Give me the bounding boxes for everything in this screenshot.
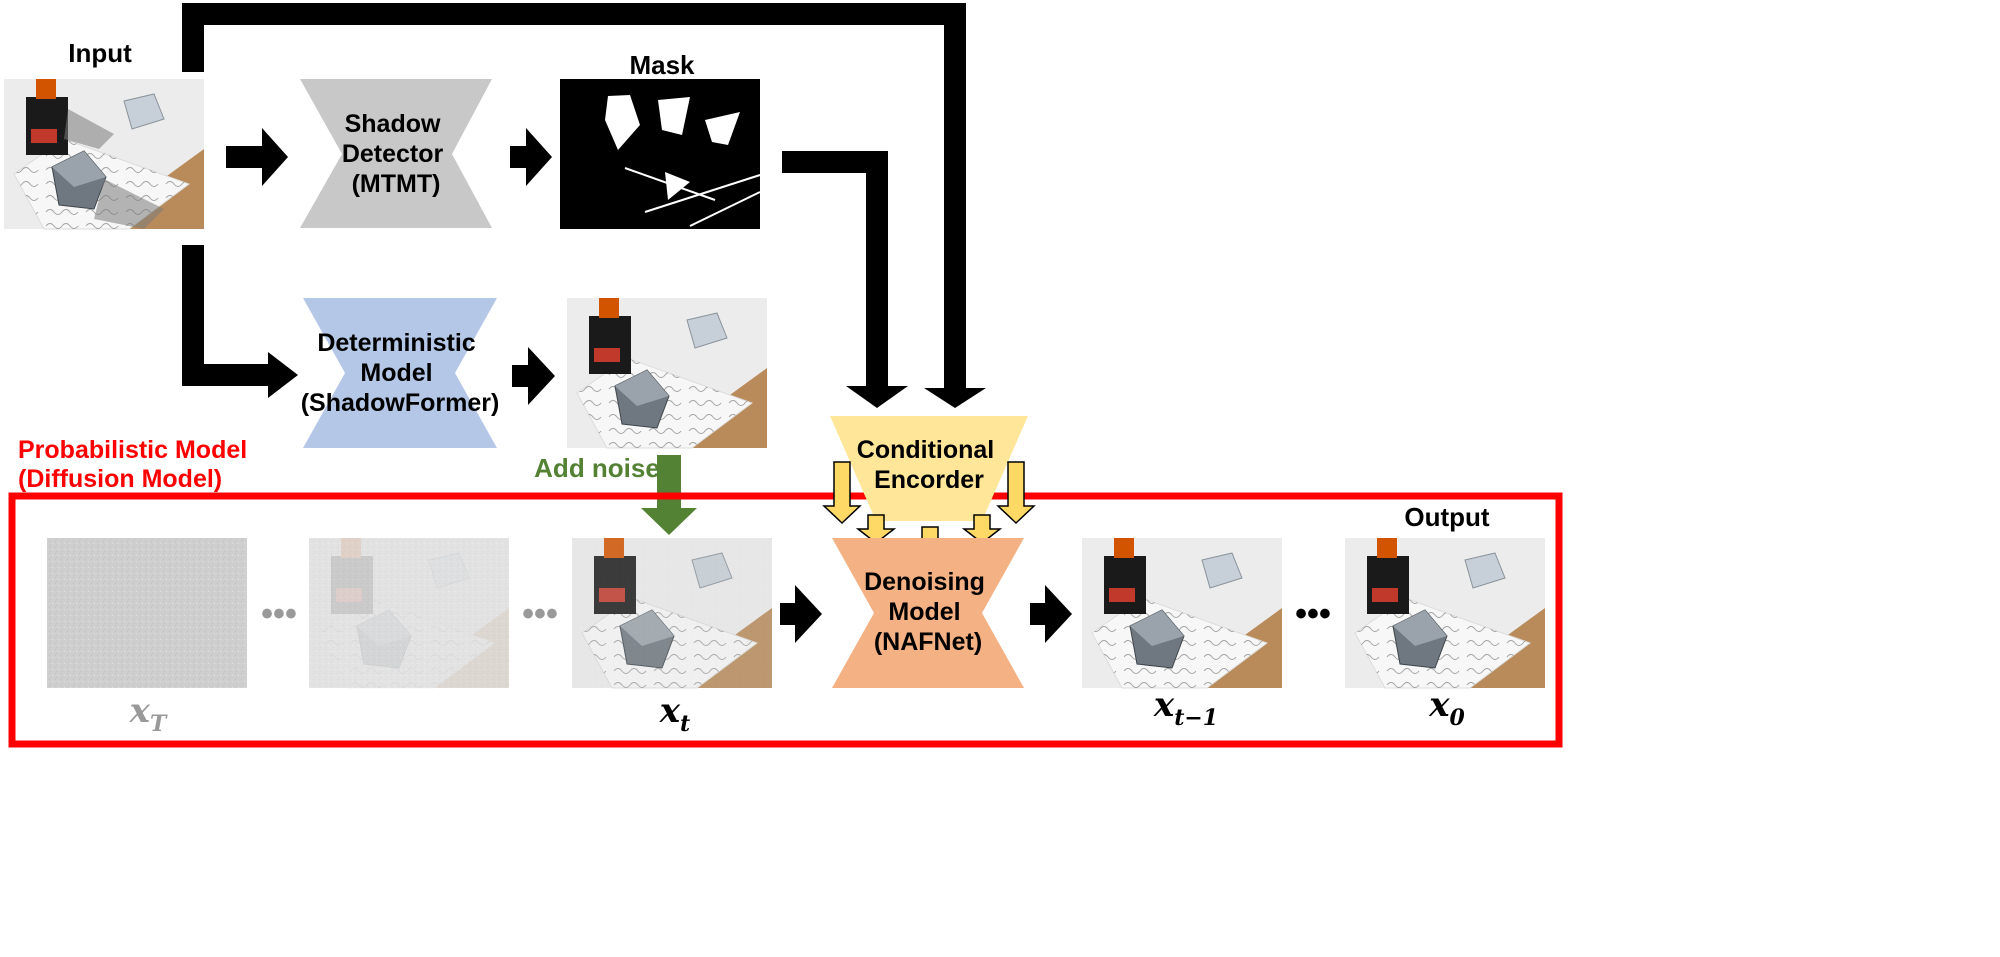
- conditional-encoder-label: Conditional Encorder: [857, 436, 1001, 494]
- arrow-input-to-detector: [226, 128, 288, 186]
- arrow-denoising-to-xt1: [1030, 585, 1072, 643]
- arrow-xt-to-denoising: [780, 585, 822, 643]
- ellipsis-2: •••: [522, 595, 558, 633]
- condition-arrow-4: [961, 514, 1003, 544]
- input-label: Input: [68, 38, 132, 68]
- shadow-detector-label: Shadow Detector (MTMT): [342, 110, 450, 198]
- output-image-x0: [1344, 537, 1546, 689]
- output-label: Output: [1404, 502, 1490, 532]
- condition-arrow-5: [996, 461, 1036, 525]
- var-xt-minus-1: xt−1: [1153, 685, 1218, 731]
- deterministic-model-block: [303, 298, 497, 448]
- var-xT: xT: [129, 691, 168, 737]
- denoising-model-block: [832, 538, 1024, 688]
- condition-arrow-2: [855, 514, 897, 544]
- mask-to-encoder-arrow: [782, 151, 908, 408]
- probabilistic-model-label: Probabilistic Model: [18, 436, 247, 464]
- var-xt: xt: [659, 691, 690, 737]
- shadow-detector-block: [300, 79, 492, 228]
- mask-image: [560, 79, 761, 229]
- ellipsis-1: •••: [261, 595, 297, 633]
- arrow-deterministic-to-image: [512, 347, 555, 405]
- mask-label: Mask: [629, 50, 695, 80]
- var-x0: x0: [1428, 685, 1465, 731]
- conditional-encoder-block: [830, 416, 1028, 521]
- condition-arrows: [822, 461, 1036, 557]
- denoising-model-label: Denoising Model (NAFNet): [864, 568, 992, 656]
- diffusion-model-label: (Diffusion Model): [18, 465, 222, 493]
- deterministic-model-label: Deterministic Model (ShadowFormer): [301, 329, 500, 417]
- input-to-deterministic-arrow: [182, 245, 298, 398]
- xt-minus-1-image: [1081, 537, 1283, 689]
- add-noise-label: Add noise: [534, 453, 660, 483]
- input-image: [3, 78, 205, 230]
- arrow-detector-to-mask: [510, 128, 552, 186]
- deterministic-result-image: [566, 297, 768, 449]
- ellipsis-3: •••: [1295, 595, 1331, 633]
- noise-image-xT: [47, 538, 247, 688]
- input-to-encoder-arrow: [182, 3, 986, 408]
- diffusion-model-frame: [8, 492, 1563, 748]
- condition-arrow-1: [822, 461, 862, 525]
